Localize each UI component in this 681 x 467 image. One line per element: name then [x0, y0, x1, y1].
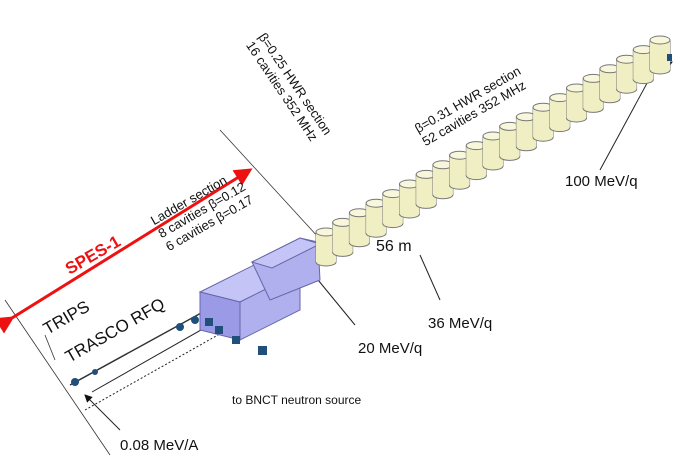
cavity [532, 102, 556, 142]
cavity [515, 112, 539, 152]
energy-008-label: 0.08 MeV/A [120, 437, 199, 454]
bnct-label: to BNCT neutron source [232, 393, 362, 407]
trips-divider [44, 334, 56, 361]
cavity [616, 54, 639, 94]
cavity [549, 93, 572, 133]
cavity [482, 131, 505, 171]
spes-arrow [0, 168, 253, 334]
energy-36-label: 36 MeV/q [428, 315, 493, 332]
cavity [315, 227, 338, 267]
ladder-cryomodule-2 [250, 237, 322, 301]
cavity [599, 64, 622, 104]
cavity [632, 45, 656, 85]
cavity [582, 73, 606, 113]
pointer-008 [84, 394, 121, 431]
bnct-line [84, 299, 281, 411]
cavity [365, 198, 389, 238]
pointer-36mev [419, 254, 441, 301]
section-divider-hwr [219, 129, 331, 251]
energy-100-label: 100 MeV/q [565, 173, 638, 190]
cavity [432, 160, 455, 200]
cavity [415, 169, 439, 209]
rfq-and-source [71, 316, 267, 386]
cavity [449, 150, 472, 190]
length-label: 56 m [376, 238, 412, 255]
cavity [649, 35, 672, 75]
energy-20-label: 20 MeV/q [358, 340, 423, 357]
cavity [348, 208, 372, 248]
hwr-cavities [315, 35, 672, 267]
